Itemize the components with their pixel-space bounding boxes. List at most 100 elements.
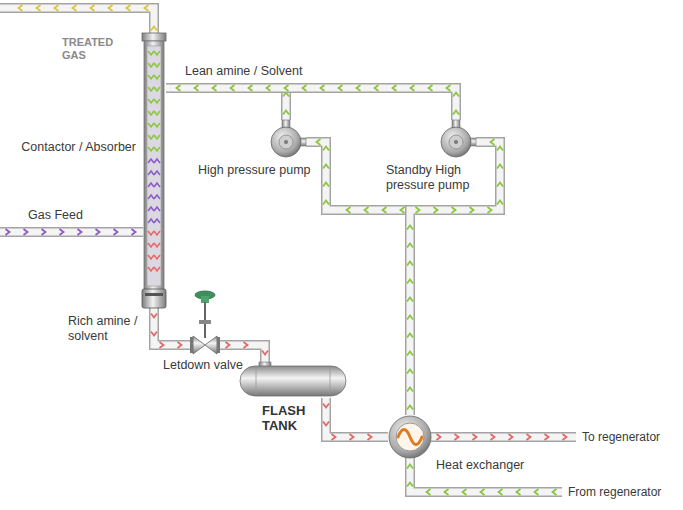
- drawing-part: [240, 362, 346, 398]
- drawing-part: [154, 267, 160, 271]
- drawing-part: [154, 231, 160, 235]
- stream-label: Gas Feed: [28, 208, 83, 223]
- equipment-label: Standby High pressure pump: [386, 163, 494, 193]
- flow-chevron: [407, 226, 413, 230]
- drawing-part: [154, 159, 160, 163]
- drawing-part: [154, 183, 160, 187]
- flow-chevron: [267, 85, 271, 91]
- flow-chevron: [303, 85, 307, 91]
- drawing-part: [240, 366, 346, 396]
- flow-chevron: [527, 434, 531, 440]
- flow-chevron: [19, 5, 23, 11]
- flow-chevron: [407, 483, 413, 487]
- drawing-part: [190, 337, 193, 353]
- flow-chevron: [491, 139, 495, 145]
- drawing-part: [154, 219, 160, 223]
- flow-chevron: [401, 207, 405, 213]
- pipe-bore: [431, 434, 576, 441]
- drawing-part: [148, 147, 154, 151]
- flow-chevron: [517, 489, 521, 495]
- drawing-part: [145, 293, 163, 296]
- equipment-node: Heat exchanger: [388, 415, 432, 459]
- stream-label: From regenerator: [568, 485, 661, 499]
- drawing-part: [154, 99, 160, 103]
- flow-chevron: [473, 434, 477, 440]
- flow-chevron: [470, 207, 474, 213]
- equipment-label: Heat exchanger: [436, 458, 524, 473]
- drawing-part: [217, 337, 220, 353]
- drawing-part: [449, 135, 463, 149]
- pipe-bore: [0, 229, 143, 236]
- drawing-part: [148, 171, 154, 175]
- flow-chevron: [452, 207, 456, 213]
- drawing-part: [154, 207, 160, 211]
- flow-chevron: [350, 434, 354, 440]
- flow-chevron: [347, 207, 351, 213]
- flow-chevron: [453, 93, 459, 97]
- flow-chevron: [407, 465, 413, 469]
- flow-chevron: [357, 85, 361, 91]
- flow-chevron: [416, 207, 420, 213]
- drawing-part: [398, 430, 422, 445]
- flow-chevron: [535, 489, 539, 495]
- flow-chevron: [407, 298, 413, 302]
- flow-chevron: [453, 111, 459, 115]
- drawing-part: [190, 290, 220, 354]
- pipe-outline: [326, 398, 388, 437]
- flow-chevron: [249, 85, 253, 91]
- equipment-node: Contactor / Absorber: [142, 33, 166, 308]
- drawing-part: [205, 336, 217, 354]
- flow-chevron: [407, 406, 413, 410]
- flow-chevron: [455, 434, 459, 440]
- drawing-part: [154, 255, 160, 259]
- flow-chevron: [24, 229, 28, 235]
- drawing-part: [148, 219, 154, 223]
- drawing-part: [271, 127, 301, 157]
- drawing-part: [148, 75, 154, 79]
- flow-chevron: [563, 434, 567, 440]
- pipe-outline: [410, 458, 562, 492]
- flow-chevron: [151, 27, 157, 31]
- drawing-part: [396, 423, 424, 451]
- flow-chevron: [427, 489, 431, 495]
- flow-chevron: [545, 434, 549, 440]
- flow-chevron: [78, 229, 82, 235]
- flow-chevron: [383, 207, 387, 213]
- flow-chevron: [323, 201, 329, 205]
- drawing-part: [148, 87, 154, 91]
- flow-chevron: [375, 85, 379, 91]
- drawing-part: [148, 195, 154, 199]
- flow-chevron: [323, 422, 329, 426]
- flow-chevron: [91, 5, 95, 11]
- drawing-part: [193, 336, 205, 354]
- flow-chevron: [226, 342, 230, 348]
- drawing-part: [148, 267, 154, 271]
- pipe-connector: [151, 308, 190, 348]
- flow-chevron: [132, 229, 136, 235]
- equipment-label: Letdown valve: [163, 358, 243, 373]
- drawing-part: [154, 63, 160, 67]
- flow-chevron: [73, 5, 77, 11]
- drawing-part: [441, 127, 471, 157]
- flow-chevron: [321, 85, 325, 91]
- flow-chevron: [497, 183, 503, 187]
- pipe-outline: [154, 308, 190, 345]
- drawing-part: [154, 111, 160, 115]
- drawing-part: [154, 51, 160, 55]
- flow-chevron: [407, 334, 413, 338]
- flow-chevron: [145, 5, 149, 11]
- pipe-connector: [166, 85, 459, 120]
- pipe-outline: [431, 432, 576, 442]
- drawing-part: [148, 99, 154, 103]
- drawing-part: [199, 320, 211, 324]
- flow-chevron: [323, 404, 329, 408]
- drawing-part: [154, 171, 160, 175]
- drawing-part: [266, 120, 306, 160]
- drawing-part: [279, 135, 293, 149]
- flow-chevron: [332, 434, 336, 440]
- pipe-bore: [0, 8, 154, 36]
- drawing-part: [148, 207, 154, 211]
- drawing-part: [154, 243, 160, 247]
